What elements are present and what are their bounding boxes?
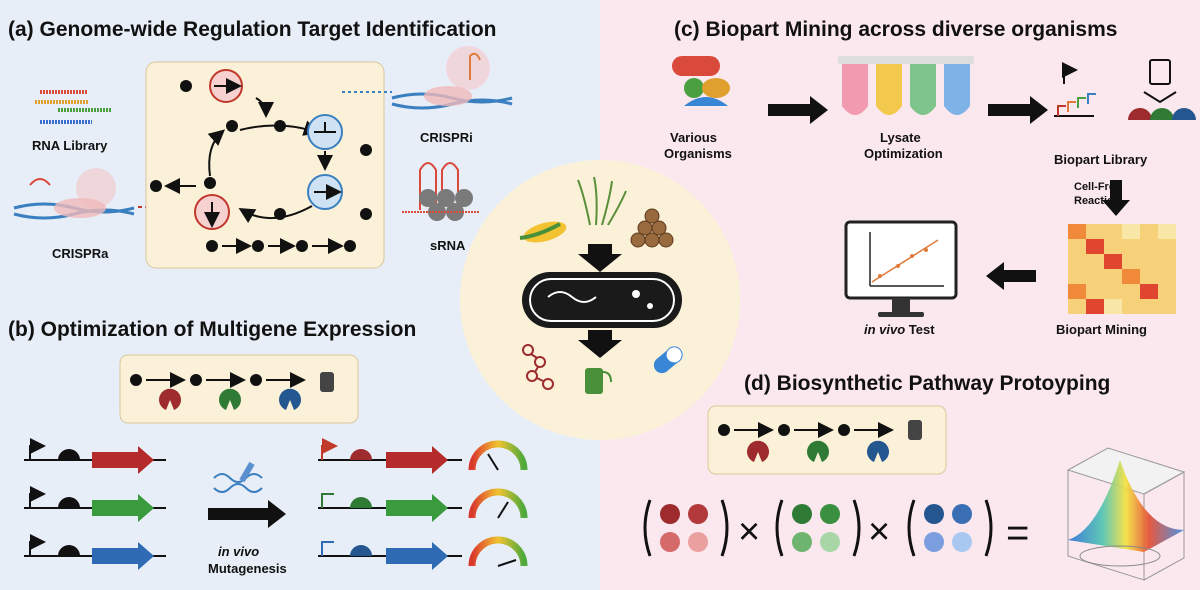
- arrow-right-icon: [988, 96, 1048, 124]
- regulation-network: [150, 69, 372, 254]
- crispra-label: CRISPRa: [52, 246, 109, 261]
- times-operator: ×: [868, 511, 890, 553]
- panel-b-title: (b) Optimization of Multigene Expression: [8, 318, 416, 341]
- heatmap-icon: [1068, 224, 1176, 314]
- cell-free-label: Cell-Free: [1074, 181, 1121, 193]
- arrow-down-icon: [1102, 180, 1130, 216]
- down-arrow-icon: [578, 330, 622, 358]
- pathway-prototype: [718, 420, 922, 462]
- lysate-tubes-icon: [838, 56, 974, 115]
- organisms-label: Organisms: [664, 146, 732, 161]
- panel-c-title: (c) Biopart Mining across diverse organi…: [674, 18, 1117, 41]
- molecule-icon: [522, 344, 554, 390]
- gene-constructs-before: [24, 438, 166, 570]
- fuel-pump-icon: [585, 368, 612, 394]
- equals-operator: =: [1006, 511, 1029, 555]
- down-arrow-icon: [578, 244, 622, 272]
- multigene-pathway: [130, 372, 334, 410]
- biopart-library-icon: [1054, 59, 1196, 120]
- organisms-icon: [672, 56, 730, 106]
- logs-icon: [630, 208, 674, 248]
- central-chassis: [460, 160, 740, 440]
- crispra-icon: [13, 168, 135, 220]
- biopart-mining-label: Biopart Mining: [1056, 322, 1147, 337]
- capsule-icon: [653, 346, 683, 374]
- monitor-icon: [844, 220, 958, 317]
- srna-icon: [402, 162, 480, 221]
- rna-library-icon: [35, 90, 112, 124]
- mutagenesis-label: Mutagenesis: [208, 561, 287, 576]
- times-operator: ×: [738, 511, 760, 553]
- lysate-label: Lysate: [880, 130, 921, 145]
- panel-d-title: (d) Biosynthetic Pathway Protoyping: [744, 372, 1110, 395]
- arrow-right-icon: [768, 96, 828, 124]
- biopart-library-label: Biopart Library: [1054, 152, 1148, 167]
- crispri-label: CRISPRi: [420, 130, 473, 145]
- surface-plot-icon: [1066, 447, 1186, 581]
- in-vivo-test-label: in vivo Test: [864, 322, 935, 337]
- panel-a-title: (a) Genome-wide Regulation Target Identi…: [8, 18, 496, 41]
- rna-library-label: RNA Library: [32, 138, 108, 153]
- corn-icon: [519, 221, 567, 243]
- grass-icon: [577, 176, 627, 226]
- optimization-label: Optimization: [864, 146, 943, 161]
- expression-gauges: [468, 440, 528, 567]
- various-label: Various: [670, 130, 717, 145]
- mutagenesis-icon: [208, 461, 286, 528]
- pathway-prototype-box: [707, 405, 947, 475]
- arrow-left-icon: [986, 262, 1036, 290]
- crispri-icon: [391, 46, 513, 110]
- cell-icon: [522, 272, 682, 328]
- srna-label: sRNA: [430, 238, 466, 253]
- in-vivo-label: in vivo: [218, 544, 259, 559]
- gene-constructs-after: [318, 438, 462, 570]
- combination-matrix: [643, 499, 993, 557]
